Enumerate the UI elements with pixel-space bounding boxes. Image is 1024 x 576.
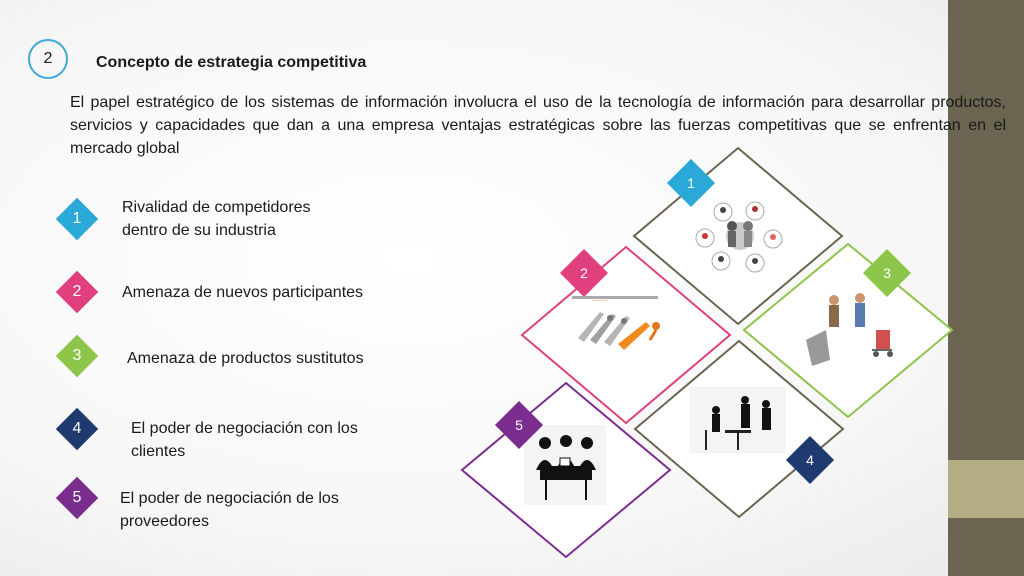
diagram-badge-4: 4 bbox=[785, 435, 835, 485]
runner-race-icon: ——— bbox=[572, 296, 660, 350]
force-label-2: Amenaza de nuevos participantes bbox=[122, 284, 364, 301]
diagram-badge-5: 5 bbox=[494, 400, 544, 450]
force-label-1: Rivalidad de competidores dentro de su i… bbox=[122, 199, 311, 239]
force-bullet-3: 3 bbox=[52, 331, 102, 381]
slide-number: 2 bbox=[43, 50, 53, 67]
diagram-badge-2: 2 bbox=[559, 248, 609, 298]
force-label-4: El poder de negociación con los clientes bbox=[131, 420, 358, 460]
business-meeting-icon bbox=[690, 387, 786, 453]
force-bullet-1: 1 bbox=[52, 194, 102, 244]
force-bullet-2: 2 bbox=[52, 267, 102, 317]
diagram-badge-1: 1 bbox=[666, 158, 716, 208]
sidebar-olive-band bbox=[948, 460, 1024, 518]
force-bullet-5: 5 bbox=[52, 473, 102, 523]
diamond-frame-3 bbox=[742, 242, 954, 419]
trade-handshake-icon bbox=[806, 293, 893, 366]
force-number-4: 4 bbox=[72, 420, 82, 437]
force-label-3: Amenaza de productos sustitutos bbox=[127, 350, 364, 367]
people-network-icon bbox=[695, 201, 783, 273]
slide-paragraph: El papel estratégico de los sistemas de … bbox=[70, 94, 1006, 157]
force-label-5: El poder de negociación de los proveedor… bbox=[120, 490, 339, 530]
diamond-frame-2 bbox=[520, 245, 732, 425]
runner-banner-text: ——— bbox=[592, 298, 607, 304]
team-table-icon bbox=[524, 425, 606, 505]
force-number-5: 5 bbox=[72, 489, 82, 506]
force-bullet-4: 4 bbox=[52, 404, 102, 454]
force-number-1: 1 bbox=[72, 210, 82, 227]
slide-title: Concepto de estrategia competitiva bbox=[96, 54, 367, 71]
force-number-3: 3 bbox=[72, 347, 82, 364]
slide-number-circle: 2 bbox=[28, 39, 68, 79]
force-number-2: 2 bbox=[72, 283, 82, 300]
diagram-badge-3: 3 bbox=[862, 248, 912, 298]
